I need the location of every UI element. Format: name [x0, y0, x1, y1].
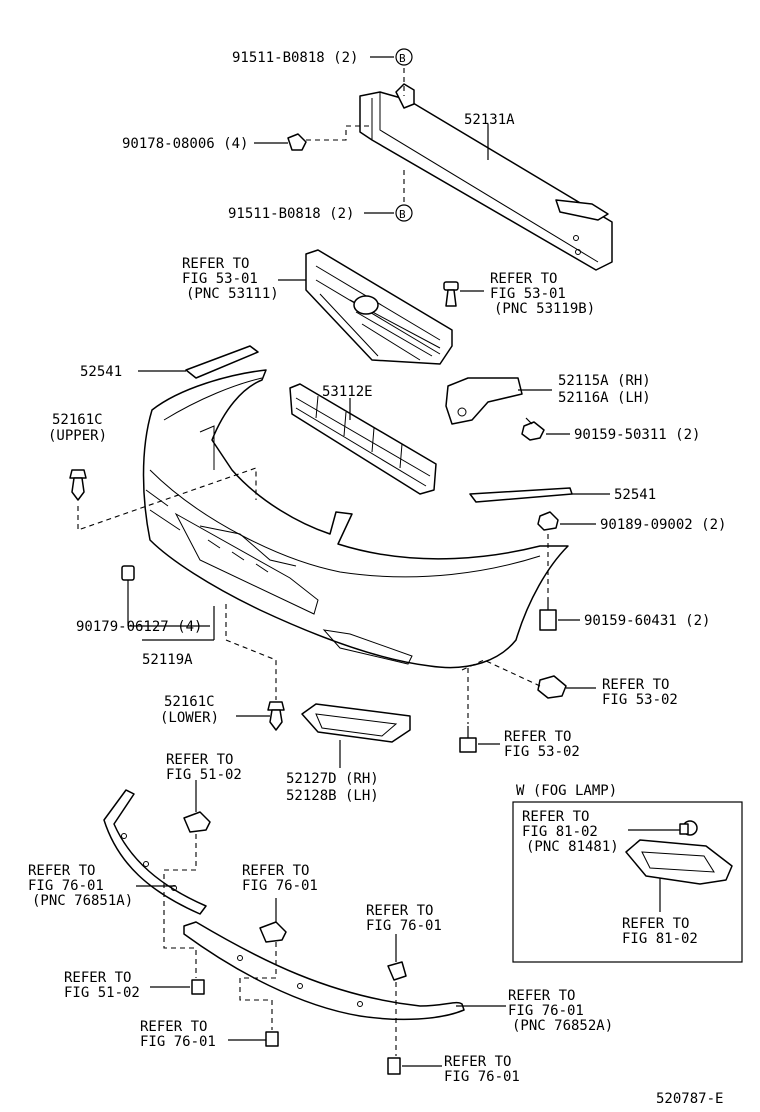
label-nut-90189: 90189-09002 (2) — [600, 517, 726, 533]
label-clip-ref-3: (PNC 53119B) — [494, 301, 595, 317]
label-nut-ref-53-02-1: REFER TO — [602, 677, 669, 693]
label-nut-90178: 90178-08006 (4) — [122, 136, 248, 152]
label-screw-ref-53-02-1: REFER TO — [504, 729, 571, 745]
label-bumper-cover: 52119A — [142, 652, 193, 668]
upper-grille — [305, 249, 453, 365]
nut-ref-53-02 — [537, 675, 567, 699]
label-ref-76-01-right-2: FIG 76-01 — [366, 918, 442, 934]
label-grille-ref-2: FIG 53-01 — [182, 271, 258, 287]
marker-b-top: B — [399, 52, 406, 65]
label-ref-51-02-top-1: REFER TO — [166, 752, 233, 768]
moulding-right — [469, 487, 573, 503]
label-screw-90159-50311: 90159-50311 (2) — [574, 427, 700, 443]
retainer-upper — [69, 469, 87, 501]
screw-90159-50311 — [521, 417, 545, 441]
label-screw-ref-53-02-2: FIG 53-02 — [504, 744, 580, 760]
label-ref-76-01-bottom-left-1: REFER TO — [140, 1019, 207, 1035]
fog-lamp-lamp-ref-2: FIG 81-02 — [622, 931, 698, 947]
label-ref-76-01-mid-2: FIG 76-01 — [242, 878, 318, 894]
moulding-left — [185, 345, 259, 379]
screw-ref-51-02-bottom — [191, 979, 205, 995]
retainer-lower — [267, 701, 285, 731]
label-ref-76-01-bottom-1: REFER TO — [444, 1054, 511, 1070]
label-spoiler-left-1: REFER TO — [28, 863, 95, 879]
labels: 91511-B0818 (2) B 90178-08006 (4) 52131A… — [28, 48, 726, 1085]
label-ref-76-01-mid-1: REFER TO — [242, 863, 309, 879]
label-ref-76-01-right-1: REFER TO — [366, 903, 433, 919]
fog-lamp-lamp-ref-1: REFER TO — [622, 916, 689, 932]
label-spoiler-right-2: FIG 76-01 — [508, 1003, 584, 1019]
label-ref-51-02-top-2: FIG 51-02 — [166, 767, 242, 783]
screw-ref-76-01-bottom — [387, 1057, 401, 1075]
label-spoiler-right-3: (PNC 76852A) — [512, 1018, 613, 1034]
label-fog-cover-rh: 52127D (RH) — [286, 771, 379, 787]
clip-90179 — [121, 565, 135, 581]
label-screw-90159-60431: 90159-60431 (2) — [584, 613, 710, 629]
dashed-lines — [77, 68, 549, 1056]
marker-b-bottom: B — [399, 208, 406, 221]
label-retainer-lower-1: 52161C — [164, 694, 215, 710]
label-clip-ref-2: FIG 53-01 — [490, 286, 566, 302]
leader-lines — [127, 56, 682, 1067]
screw-ref-76-01-bottom-left — [265, 1031, 279, 1047]
label-retainer-upper-2: (UPPER) — [48, 428, 107, 444]
bumper-cover — [142, 369, 569, 669]
bumper-reinforcement — [359, 83, 613, 271]
label-bolt-top: 91511-B0818 (2) — [232, 50, 358, 66]
label-spoiler-right-1: REFER TO — [508, 988, 575, 1004]
label-grille-ref-3: (PNC 53111) — [186, 286, 279, 302]
label-ref-51-02-bottom-1: REFER TO — [64, 970, 131, 986]
fog-lamp-bulb-ref-1: REFER TO — [522, 809, 589, 825]
nut-ref-51-02-top — [183, 811, 211, 833]
fog-lamp-unit — [625, 839, 733, 885]
label-retainer-upper-1: 52161C — [52, 412, 103, 428]
nut-ref-76-01-mid — [259, 921, 287, 943]
label-ref-76-01-bottom-left-2: FIG 76-01 — [140, 1034, 216, 1050]
fog-lamp-bulb-ref-3: (PNC 81481) — [526, 839, 619, 855]
grille-clip — [443, 281, 459, 307]
label-lower-grille: 53112E — [322, 384, 373, 400]
label-grille-ref-1: REFER TO — [182, 256, 249, 272]
label-spoiler-left-3: (PNC 76851A) — [32, 893, 133, 909]
nut-90178 — [287, 133, 307, 151]
label-fog-cover-lh: 52128B (LH) — [286, 788, 379, 804]
fog-lamp-bulb-ref-2: FIG 81-02 — [522, 824, 598, 840]
spoiler-right — [183, 921, 465, 1021]
fog-lamp-bulb — [679, 820, 698, 836]
label-clip-90179: 90179-06127 (4) — [76, 619, 202, 635]
label-ref-76-01-bottom-2: FIG 76-01 — [444, 1069, 520, 1085]
label-moulding-left: 52541 — [80, 364, 122, 380]
nut-90189 — [537, 511, 559, 531]
fog-lamp-inset: W (FOG LAMP) REFER TO FIG 81-02 (PNC 814… — [512, 783, 743, 963]
label-bracket-rh: 52115A (RH) — [558, 373, 651, 389]
diagram-id: 520787-E — [656, 1091, 723, 1107]
label-bracket-lh: 52116A (LH) — [558, 390, 651, 406]
label-ref-51-02-bottom-2: FIG 51-02 — [64, 985, 140, 1001]
fog-lamp-title: W (FOG LAMP) — [516, 783, 617, 799]
label-retainer-lower-2: (LOWER) — [160, 710, 219, 726]
fog-lamp-cover — [301, 703, 411, 743]
label-moulding-right: 52541 — [614, 487, 656, 503]
label-bolt-bottom: 91511-B0818 (2) — [228, 206, 354, 222]
bumper-bracket — [445, 377, 523, 425]
nut-ref-76-01-right — [387, 961, 407, 981]
label-reinforcement: 52131A — [464, 112, 515, 128]
label-clip-ref-1: REFER TO — [490, 271, 557, 287]
screw-90159-60431 — [539, 598, 557, 631]
label-nut-ref-53-02-2: FIG 53-02 — [602, 692, 678, 708]
screw-ref-53-02 — [459, 726, 477, 753]
lower-grille — [289, 383, 437, 495]
label-spoiler-left-2: FIG 76-01 — [28, 878, 104, 894]
